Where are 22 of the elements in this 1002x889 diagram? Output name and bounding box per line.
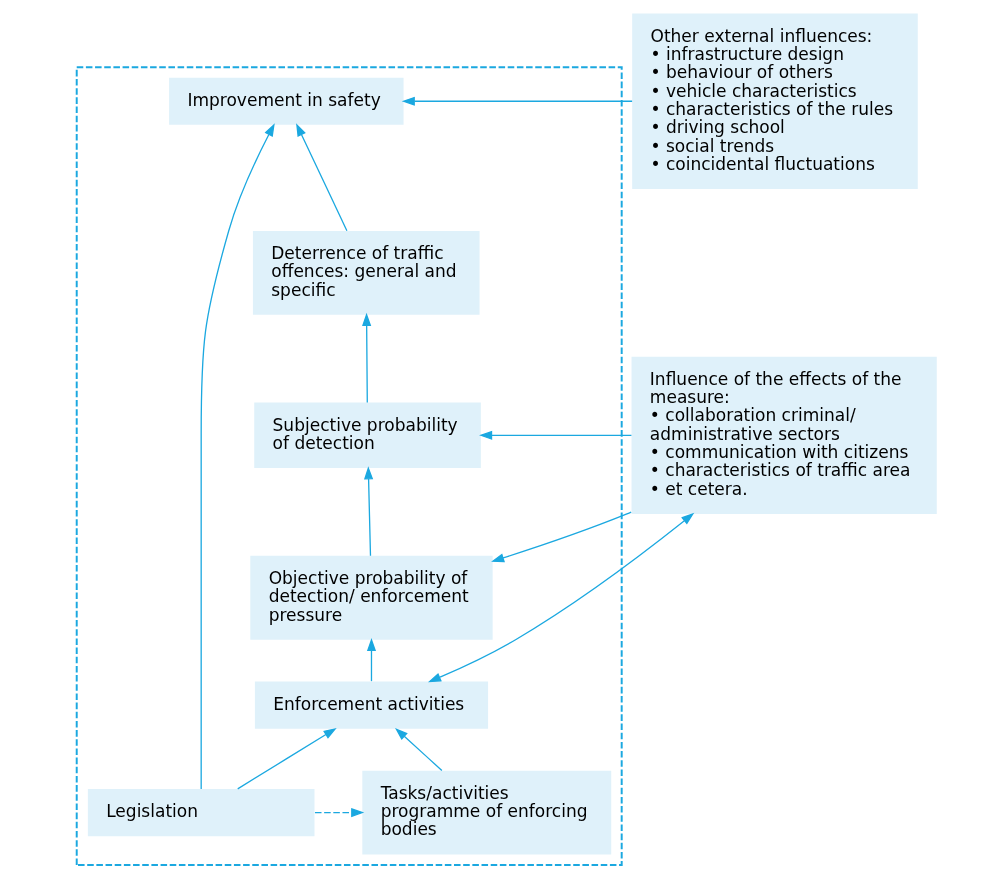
node-box: Legislation — [87, 789, 314, 837]
arrow — [427, 512, 694, 683]
node-box: Tasks/activities programme of enforcing bodies — [361, 770, 611, 855]
arrow — [236, 727, 337, 790]
arrow — [295, 123, 348, 232]
node-box: Objective probability of detection/ enforcement pressure — [249, 555, 493, 640]
node-box: Improvement in safety — [168, 77, 404, 125]
node-box: Influence of the effects of the measure: • collaboration criminal/ administrative sectors • communication with citizens • characteristics of traffic area • et cetera. — [631, 356, 937, 514]
arrow — [313, 808, 364, 818]
arrow — [363, 466, 373, 557]
arrow — [401, 96, 633, 106]
arrow — [478, 430, 632, 440]
node-box: Enforcement activities — [254, 681, 488, 729]
node-box: Subjective probability of detection — [253, 402, 481, 469]
arrow — [366, 637, 376, 682]
node-box: Other external influences: • infrastructure design • behaviour of others • vehicle characteristics • characteristics of the rules • driving school • social trends • coincidental fluctuations — [631, 13, 918, 190]
arrow — [200, 123, 275, 790]
cluster — [75, 66, 623, 866]
arrow — [361, 312, 371, 404]
arrow — [394, 727, 442, 772]
node-box: Deterrence of traffic offences: general and specific — [252, 230, 480, 315]
arrow — [490, 511, 632, 563]
